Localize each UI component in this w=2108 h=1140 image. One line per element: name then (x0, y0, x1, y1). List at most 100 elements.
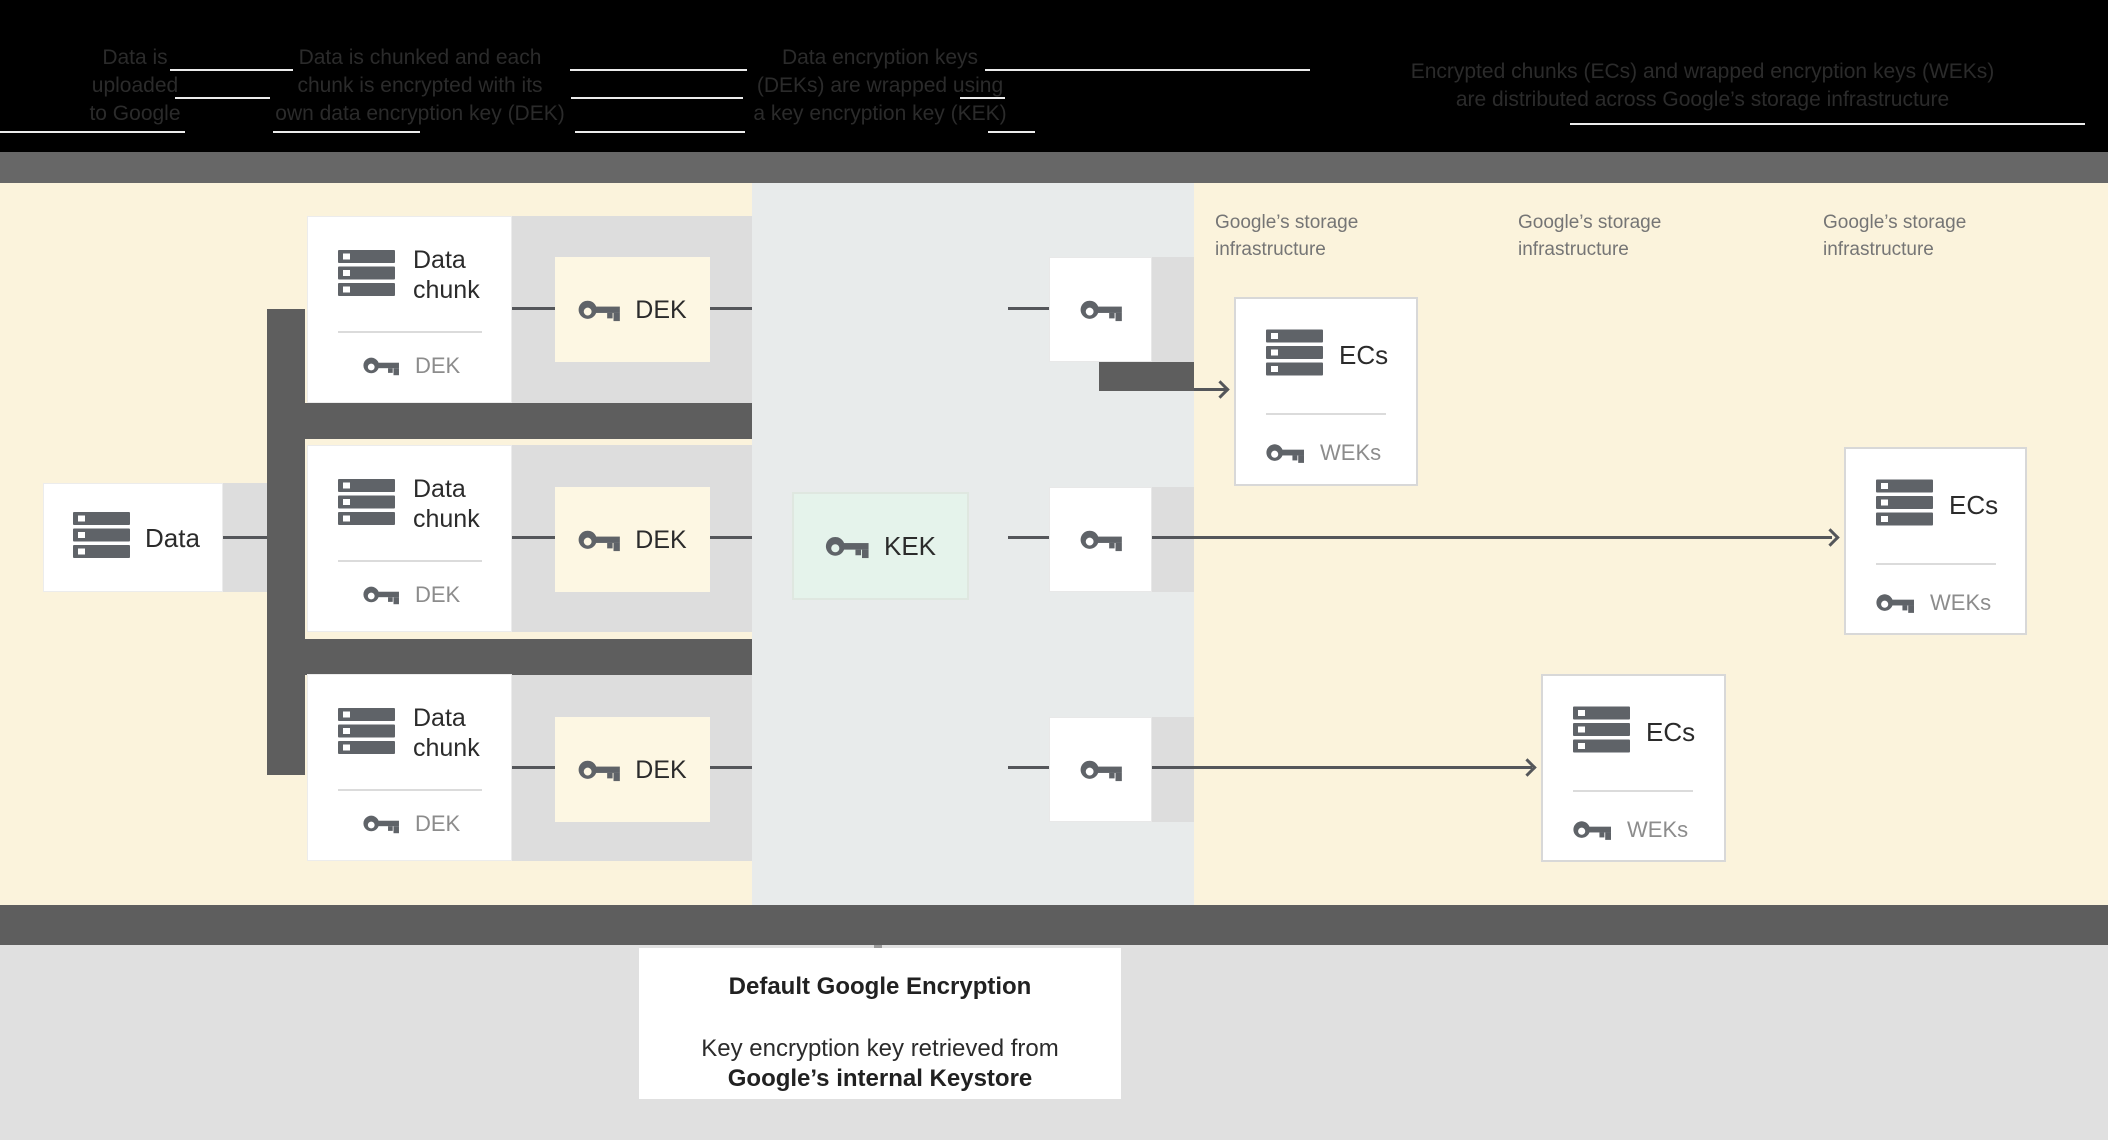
database-icon (1266, 329, 1323, 381)
caption-connector-notch (874, 945, 882, 949)
chunk-dek-label: DEK (415, 582, 461, 607)
connector-line (710, 536, 752, 539)
caption-line: Google’s internal Keystore (727, 1065, 1033, 1092)
divider (1266, 413, 1386, 415)
key-icon (578, 293, 621, 327)
divider (338, 331, 482, 333)
wrapping-key-box (1049, 717, 1152, 822)
artifact-line (985, 69, 1310, 71)
fanout-bar (267, 639, 752, 675)
dek-label: DEK (635, 295, 687, 324)
artifact-line (170, 69, 293, 71)
database-icon (338, 707, 395, 759)
chunk-dek-label: DEK (415, 353, 461, 378)
key-icon (363, 809, 399, 839)
connector-line (512, 766, 555, 769)
storage-infrastructure-label: Google’s storage infrastructure (1518, 209, 1661, 263)
header-step-3: Data encryption keys (DEKs) are wrapped … (712, 44, 1048, 128)
ecs-box: ECs WEKs (1844, 447, 2027, 635)
connector-line (710, 766, 752, 769)
storage-label-line: Google’s storage (1823, 212, 1967, 233)
storage-label-line: infrastructure (1518, 239, 1629, 260)
key-icon (578, 523, 621, 557)
connector-line (512, 536, 555, 539)
caption-area: Default Google Encryption Key encryption… (0, 945, 2108, 1140)
weks-label: WEKs (1320, 440, 1382, 465)
key-icon (1573, 814, 1611, 846)
database-icon (73, 512, 130, 563)
key-row-band (1152, 257, 1194, 362)
storage-label-line: Google’s storage (1518, 212, 1662, 233)
data-box: Data (43, 483, 223, 592)
ecs-box: ECs WEKs (1541, 674, 1726, 862)
connector-line (512, 307, 555, 310)
key-icon (363, 580, 399, 610)
header-step-3-line: (DEKs) are wrapped using (756, 74, 1004, 97)
header-step-3-line: a key encryption key (KEK) (753, 102, 1007, 125)
header-step-1-line: Data is (102, 46, 168, 69)
arrowhead-ecs2 (1821, 528, 1840, 547)
divider (338, 789, 482, 791)
storage-label-line: Google’s storage (1215, 212, 1359, 233)
header-step-4-line: Encrypted chunks (ECs) and wrapped encry… (1410, 60, 1995, 83)
header-band: Data is uploaded to Google Data is chunk… (0, 0, 2108, 152)
artifact-line (988, 131, 1035, 133)
storage-label-line: infrastructure (1823, 239, 1934, 260)
caption-box: Default Google Encryption Key encryption… (639, 948, 1121, 1099)
dek-label: DEK (635, 755, 687, 784)
artifact-line (575, 131, 745, 133)
storage-infrastructure-label: Google’s storage infrastructure (1823, 209, 1966, 263)
caption-line: Key encryption key retrieved from (701, 1035, 1059, 1062)
ecs-box: ECs WEKs (1234, 297, 1418, 486)
artifact-line (175, 97, 270, 99)
caption-title: Default Google Encryption (728, 973, 1032, 1000)
header-step-2: Data is chunked and each chunk is encryp… (255, 44, 585, 128)
dek-box: DEK (555, 717, 710, 822)
header-step-4: Encrypted chunks (ECs) and wrapped encry… (1295, 58, 2108, 114)
dek-label: DEK (635, 525, 687, 554)
database-icon (338, 478, 395, 530)
weks-label: WEKs (1930, 590, 1992, 615)
arrow-to-ecs1 (1194, 388, 1226, 391)
kek-box: KEK (792, 492, 969, 600)
wrapping-key-box (1049, 257, 1152, 362)
header-step-1: Data is uploaded to Google (55, 44, 215, 128)
dek-box: DEK (555, 257, 710, 362)
arrowhead-ecs1 (1211, 380, 1230, 399)
storage-label-line: infrastructure (1215, 239, 1326, 260)
key-icon (825, 529, 869, 564)
key-icon (1080, 293, 1122, 327)
artifact-line (0, 131, 185, 133)
fanout-trunk (267, 309, 305, 775)
storage-infrastructure-label: Google’s storage infrastructure (1215, 209, 1358, 263)
wrapping-key-box (1049, 487, 1152, 592)
key-icon (1876, 587, 1914, 619)
chunk-dek-label: DEK (415, 811, 461, 836)
artifact-line (571, 97, 743, 99)
fanout-bar (267, 403, 752, 439)
header-step-3-line: Data encryption keys (781, 46, 979, 69)
arrow-to-ecs2 (1152, 536, 1832, 539)
divider (1573, 790, 1693, 792)
top-gray-bar (0, 152, 2108, 183)
diagram-band: Google’s storage infrastructure Google’s… (0, 183, 2108, 905)
key-icon (1080, 753, 1122, 787)
data-box-label: Data (145, 522, 200, 553)
artifact-line (570, 69, 747, 71)
key-row-band (1152, 487, 1194, 592)
kek-label: KEK (883, 531, 937, 561)
connector-line (223, 536, 267, 539)
divider (338, 560, 482, 562)
key-icon (1266, 437, 1304, 469)
key-icon (363, 351, 399, 381)
artifact-line (273, 131, 420, 133)
ecs-label: ECs (1339, 340, 1389, 370)
header-step-1-line: to Google (89, 102, 181, 125)
connector-line (1008, 536, 1049, 539)
database-icon (1573, 706, 1630, 758)
